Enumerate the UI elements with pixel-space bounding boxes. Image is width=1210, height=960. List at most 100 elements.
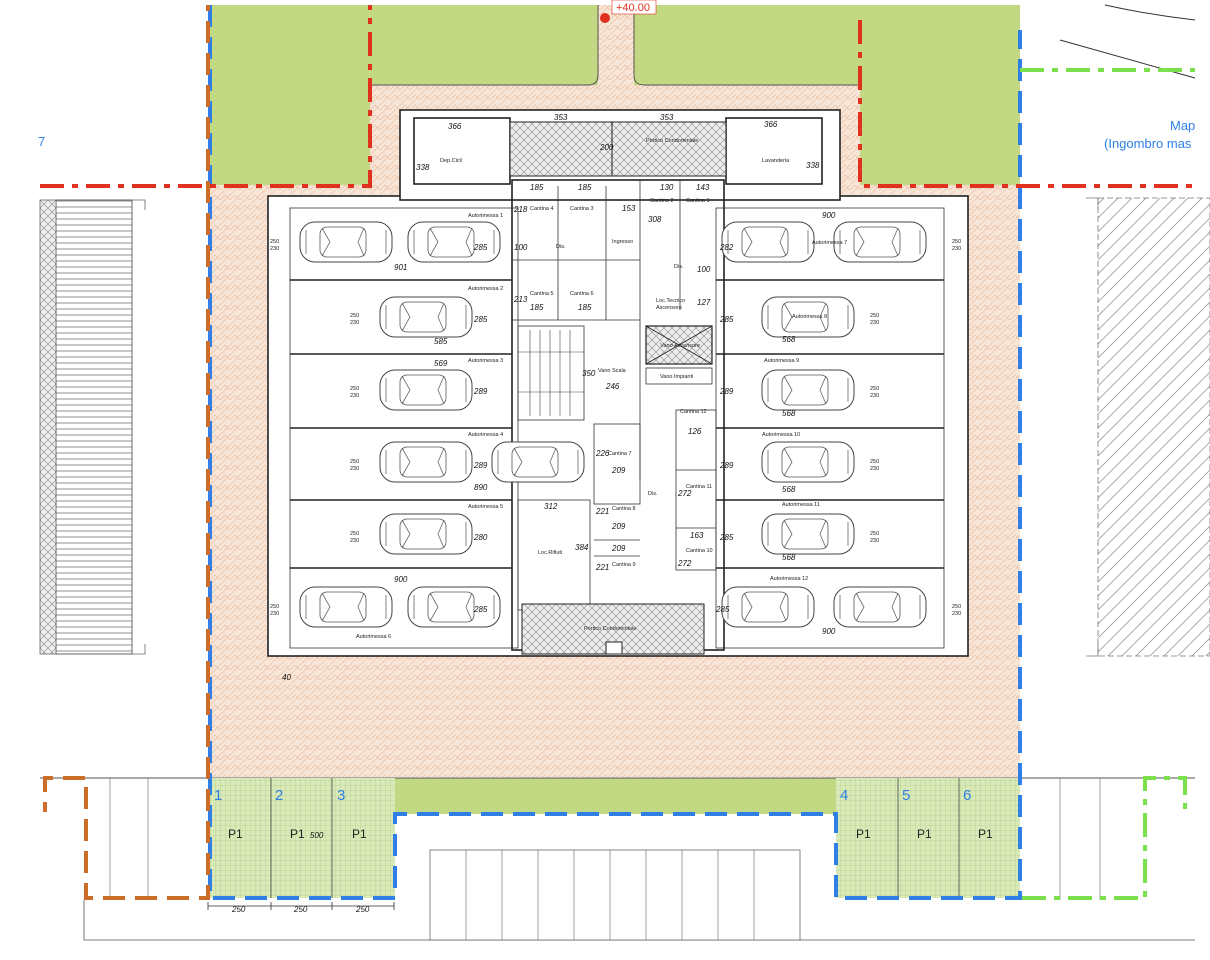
dim: 568: [782, 485, 796, 494]
room-cantina-4: Cantina 4: [530, 206, 554, 212]
door-top: 250: [350, 459, 359, 465]
dim: 218: [513, 205, 528, 214]
lime-boundary: [1020, 68, 1195, 900]
room-autorimessa-4: Autorimessa 4: [468, 432, 503, 438]
dim: 353: [660, 113, 674, 122]
door-bottom: 230: [350, 466, 359, 472]
room-autorimessa-8: Autorimessa 8: [792, 314, 827, 320]
dim: 569: [434, 359, 448, 368]
dim: 285: [473, 605, 488, 614]
orange-boundary: [43, 5, 210, 900]
door-bottom: 230: [870, 320, 879, 326]
dim: 282: [719, 243, 734, 252]
room-vano-impianti: Vano Impianti: [660, 374, 693, 380]
room-autorimessa-1: Autorimessa 1: [468, 213, 503, 219]
dim: 185: [578, 183, 592, 192]
dim: 890: [474, 483, 488, 492]
door-bottom: 230: [270, 611, 279, 617]
dim: 585: [434, 337, 448, 346]
parking-spot-label: P1: [856, 827, 871, 841]
dim: 901: [394, 263, 407, 272]
door-top: 250: [350, 386, 359, 392]
room-autorimessa-2: Autorimessa 2: [468, 286, 503, 292]
room-cantina-10: Cantina 10: [686, 548, 713, 554]
dim: 126: [688, 427, 702, 436]
dim: 163: [690, 531, 704, 540]
parking-spot-label: P1: [978, 827, 993, 841]
dim: 221: [595, 563, 609, 572]
room-autorimessa-7: Autorimessa 7: [812, 240, 847, 246]
room-cantina-12: Cantina 12: [680, 409, 707, 415]
right-edge-label-2: (Ingombro mas: [1104, 136, 1192, 151]
room-portico-bottom: Portico Condominiale: [584, 626, 636, 632]
door-top: 250: [270, 604, 279, 610]
room-vano-ascensore: Vano Ascensore: [660, 343, 700, 349]
door-bottom: 230: [270, 246, 279, 252]
right-edge-label-1: Map: [1170, 118, 1195, 133]
parking-spot-label: P1: [228, 827, 243, 841]
lawn-top-left-inner: [370, 5, 598, 85]
dim: 900: [822, 627, 836, 636]
dim: 100: [514, 243, 528, 252]
dim: 250: [355, 905, 370, 914]
parking-spot-label: P1: [352, 827, 367, 841]
dim: 900: [822, 211, 836, 220]
dim: 338: [806, 161, 820, 170]
parking-spot-label: P1: [917, 827, 932, 841]
red-boundary: [40, 5, 1195, 188]
door-bottom: 230: [350, 538, 359, 544]
dim: 246: [605, 382, 620, 391]
dim: 127: [697, 298, 711, 307]
parking-strip-right: [836, 778, 1020, 898]
dim: 350: [582, 369, 596, 378]
room-cantina-6: Cantina 6: [570, 291, 594, 297]
stair: [517, 325, 585, 421]
dim: 221: [595, 507, 609, 516]
portico-top: [509, 121, 727, 177]
door-labels: 250 230 250 230 250 230 250 230 250 230 …: [270, 239, 961, 617]
door-top: 250: [870, 386, 879, 392]
room-cantina-2: Cantina 2: [650, 198, 674, 204]
room-autorimessa-6: Autorimessa 6: [356, 634, 391, 640]
dim: 289: [473, 387, 488, 396]
room-cantina-11: Cantina 11: [686, 484, 712, 490]
dim: 100: [697, 265, 711, 274]
dim: 185: [530, 303, 544, 312]
parking-spot-number: 4: [840, 787, 848, 804]
room-autorimessa-11: Autorimessa 11: [782, 502, 820, 508]
door-top: 250: [350, 531, 359, 537]
dim: 209: [611, 544, 626, 553]
dim: 308: [648, 215, 662, 224]
dim: 209: [611, 466, 626, 475]
door-top: 250: [350, 313, 359, 319]
door-bottom: 230: [952, 611, 961, 617]
elevation-label: +40.00: [616, 2, 650, 14]
room-portico-top: Portico Condominiale: [646, 138, 698, 144]
door-top: 250: [952, 239, 961, 245]
room-vano-scala: Vano Scala: [598, 368, 627, 374]
parking-spot-number: 1: [214, 787, 222, 804]
dim: 366: [448, 122, 462, 131]
door-bottom: 230: [350, 320, 359, 326]
dim: 209: [611, 522, 626, 531]
dim: 185: [578, 303, 592, 312]
lawn-top-left: [210, 5, 370, 185]
dim: 272: [677, 559, 692, 568]
building-outline: [267, 109, 969, 657]
dim: 338: [416, 163, 430, 172]
room-dep-cicli: Dep.Cicli: [440, 158, 462, 164]
dim: 366: [764, 120, 778, 129]
dim: 500: [310, 831, 324, 840]
parking-spot-number: 5: [902, 787, 910, 804]
parking-spot-number: 2: [275, 787, 283, 804]
dim: 185: [530, 183, 544, 192]
door-top: 250: [270, 239, 279, 245]
neighbour-ramp-left: [55, 199, 133, 655]
room-lavanderia: Lavanderia: [762, 158, 790, 164]
parking-spots: 1 2 3 4 5 6 P1 P1 P1 P1 P1 P1: [214, 787, 993, 841]
room-autorimessa-12: Autorimessa 12: [770, 576, 808, 582]
left-edge-label: 7: [38, 134, 45, 149]
parking-spot-number: 3: [337, 787, 345, 804]
dim: 272: [677, 489, 692, 498]
